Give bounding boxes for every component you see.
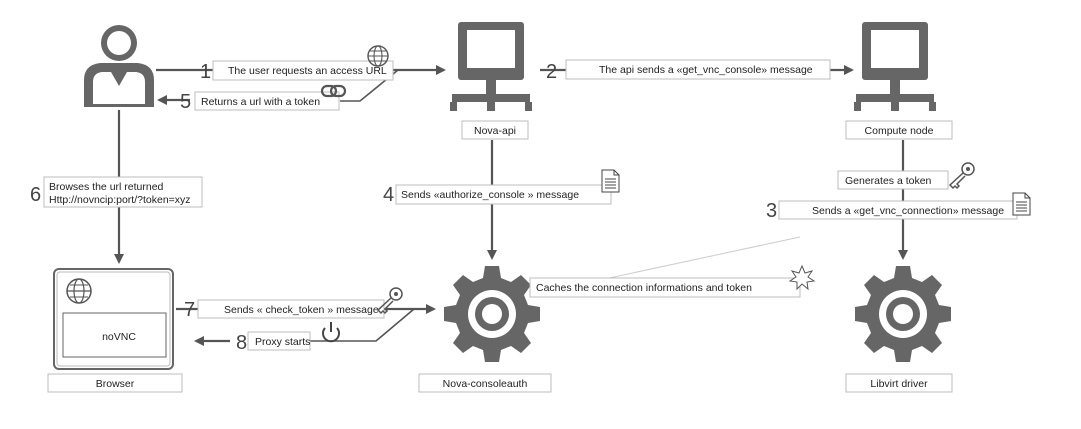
step-3-label: 3 Sends a «get_vnc_connection» message — [766, 200, 1018, 222]
svg-text:Sends « check_token » message: Sends « check_token » message — [224, 304, 379, 316]
svg-text:Sends a «get_vnc_connection» m: Sends a «get_vnc_connection» message — [812, 205, 1004, 217]
svg-text:The api sends a «get_vnc_conso: The api sends a «get_vnc_console» messag… — [599, 64, 813, 76]
svg-text:Returns a url with a token: Returns a url with a token — [201, 96, 320, 108]
generates-token-label: Generates a token — [837, 170, 949, 190]
step-6-label: 6 Browses the url returned Http://novnci… — [30, 176, 203, 208]
step-8-label: 8 Proxy starts — [236, 331, 311, 354]
svg-text:7: 7 — [184, 299, 195, 321]
globe-icon — [66, 278, 92, 304]
svg-text:1: 1 — [200, 61, 211, 83]
step-4-label: 4 Sends «authorize_console » message — [383, 184, 612, 206]
globe-icon — [367, 45, 389, 67]
step-5-label: 5 Returns a url with a token — [180, 91, 340, 113]
starburst-icon — [788, 264, 816, 291]
svg-text:Http://novncip:port/?token=xyz: Http://novncip:port/?token=xyz — [49, 194, 191, 206]
libvirt-driver-label-box: Libvirt driver — [845, 373, 953, 393]
libvirt-driver-gear-icon — [855, 266, 951, 362]
svg-text:Browser: Browser — [96, 378, 135, 390]
svg-text:6: 6 — [30, 184, 41, 206]
compute-node-label-box: Compute node — [845, 120, 953, 140]
nova-consoleauth-gear-icon — [444, 266, 540, 362]
novnc-label: noVNC — [102, 331, 136, 343]
svg-text:8: 8 — [236, 332, 247, 354]
nova-api-computer-icon — [450, 22, 532, 111]
svg-text:5: 5 — [180, 91, 191, 113]
svg-text:Libvirt driver: Libvirt driver — [870, 378, 928, 390]
svg-text:Nova-consoleauth: Nova-consoleauth — [443, 378, 528, 390]
svg-text:3: 3 — [766, 200, 777, 222]
step-2-label: 2 The api sends a «get_vnc_console» mess… — [546, 59, 831, 83]
svg-text:Generates a token: Generates a token — [845, 175, 932, 187]
link-icon — [320, 84, 347, 98]
document-icon — [601, 169, 620, 193]
svg-text:Browses the url returned: Browses the url returned — [49, 181, 164, 193]
svg-text:2: 2 — [546, 61, 557, 83]
caches-note-label: Caches the connection informations and t… — [529, 277, 801, 298]
svg-text:Nova-api: Nova-api — [474, 125, 516, 137]
step-1-label: 1 The user requests an access URL — [200, 60, 394, 83]
svg-text:Proxy starts: Proxy starts — [255, 336, 310, 348]
key-icon — [949, 162, 975, 189]
compute-node-computer-icon — [854, 22, 936, 111]
user-icon — [84, 25, 154, 107]
power-icon — [322, 322, 340, 343]
svg-text:Sends «authorize_console » mes: Sends «authorize_console » message — [401, 189, 579, 201]
nova-api-label-box: Nova-api — [461, 120, 529, 140]
browser-label-box: Browser — [47, 373, 183, 393]
nova-consoleauth-label-box: Nova-consoleauth — [418, 373, 552, 393]
svg-text:Caches the connection informat: Caches the connection informations and t… — [536, 282, 752, 294]
document-icon — [1012, 192, 1031, 216]
step-7-label: 7 Sends « check_token » message — [184, 299, 385, 321]
svg-text:4: 4 — [383, 184, 394, 206]
svg-text:Compute node: Compute node — [865, 125, 934, 137]
svg-text:The user requests an access UR: The user requests an access URL — [228, 65, 387, 77]
